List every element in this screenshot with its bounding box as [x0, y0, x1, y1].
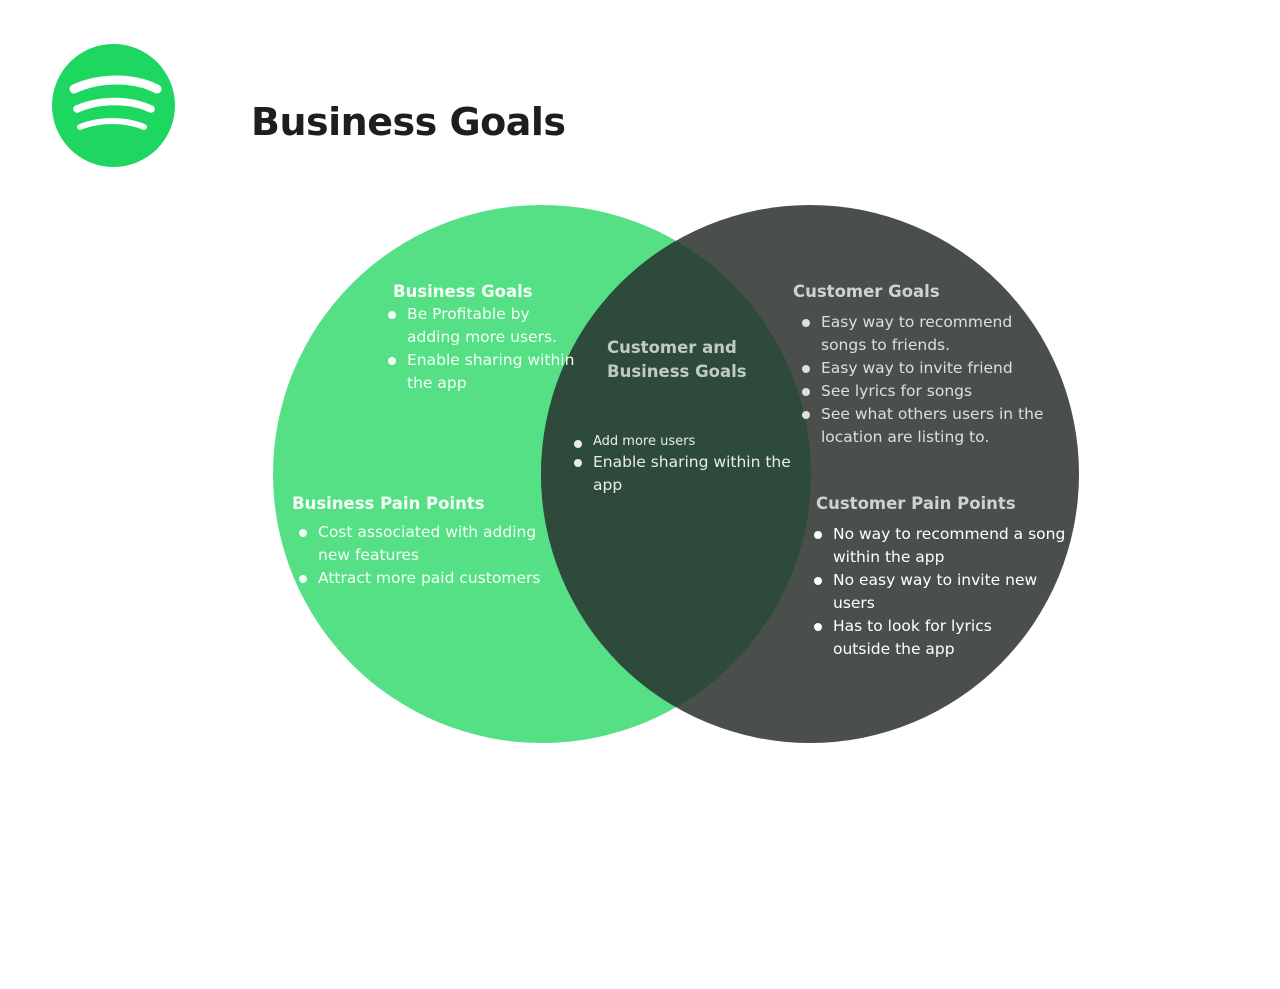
list-item: Attract more paid customers	[296, 567, 568, 590]
shared-goals-section: Customer and Business Goals	[607, 336, 807, 383]
list-item: Easy way to invite friend	[799, 357, 1063, 380]
overlap-region	[541, 205, 811, 743]
shared-goals-heading-line1: Customer and	[607, 338, 737, 357]
customer-goals-section: Customer Goals Easy way to recommend son…	[793, 280, 1063, 449]
list-item: Cost associated with adding new features	[296, 521, 553, 567]
list-item: Add more users	[571, 432, 806, 451]
logo-wave-bottom	[77, 118, 147, 130]
business-goals-heading: Business Goals	[393, 282, 533, 301]
list-item: See what others users in the location ar…	[799, 403, 1056, 449]
list-item: Enable sharing within the app	[385, 349, 592, 395]
spotify-logo-icon	[52, 44, 175, 167]
business-goals-section: Business Goals Be Profitable by adding m…	[388, 280, 593, 395]
list-item: Be Profitable by adding more users.	[385, 303, 577, 349]
logo-wave-top	[69, 75, 162, 94]
list-item: See lyrics for songs	[799, 380, 1063, 403]
business-pain-points-heading: Business Pain Points	[292, 494, 485, 513]
shared-goals-list: Add more users Enable sharing within the…	[571, 432, 806, 497]
logo-wave-middle	[73, 97, 155, 113]
business-goals-list: Be Profitable by adding more users. Enab…	[385, 303, 593, 395]
business-pain-points-list: Cost associated with adding new features…	[296, 521, 562, 590]
list-item: No easy way to invite new users	[811, 569, 1058, 615]
customer-pain-points-heading: Customer Pain Points	[816, 494, 1016, 513]
list-item: Easy way to recommend songs to friends.	[799, 311, 1021, 357]
customer-pain-points-list: No way to recommend a song within the ap…	[811, 523, 1076, 661]
business-pain-points-section: Business Pain Points Cost associated wit…	[292, 492, 562, 590]
shared-goals-heading-line2: Business Goals	[607, 362, 747, 381]
customer-goals-heading: Customer Goals	[793, 282, 940, 301]
customer-pain-points-section: Customer Pain Points No way to recommend…	[814, 492, 1076, 661]
list-item: Has to look for lyrics outside the app	[811, 615, 1013, 661]
list-item: No way to recommend a song within the ap…	[811, 523, 1071, 569]
page-title: Business Goals	[251, 100, 566, 144]
logo-circle	[52, 44, 175, 167]
list-item: Enable sharing within the app	[571, 451, 803, 497]
shared-goals-list-wrap: Add more users Enable sharing within the…	[571, 432, 806, 497]
customer-goals-list: Easy way to recommend songs to friends. …	[799, 311, 1063, 449]
